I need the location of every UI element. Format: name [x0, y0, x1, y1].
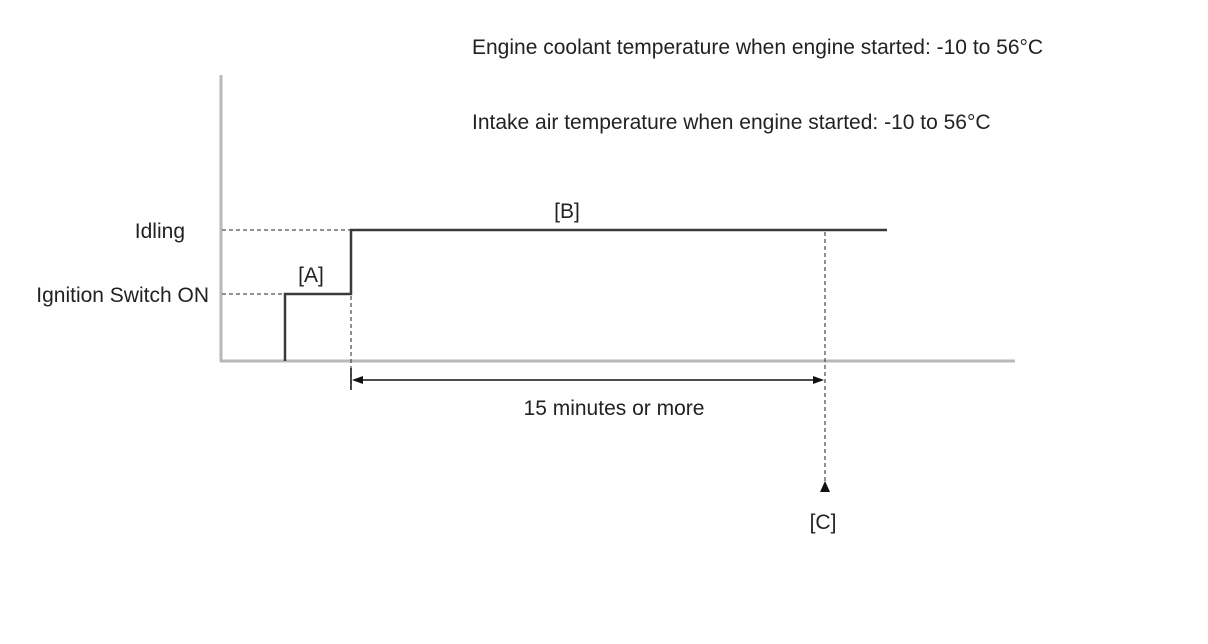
duration-left-arrowhead — [352, 376, 363, 384]
marker-c-arrowhead — [820, 481, 830, 492]
marker-b-label: [B] — [554, 200, 580, 223]
intake-air-temperature-condition: Intake air temperature when engine start… — [472, 111, 991, 134]
marker-c-label: [C] — [810, 511, 837, 534]
marker-a-label: [A] — [298, 264, 324, 287]
duration-right-arrowhead — [813, 376, 824, 384]
ignition-switch-on-level-label: Ignition Switch ON — [36, 284, 209, 307]
idling-level-label: Idling — [135, 220, 185, 243]
duration-label: 15 minutes or more — [524, 397, 705, 420]
engine-state-signal — [283, 228, 887, 361]
coolant-temperature-condition: Engine coolant temperature when engine s… — [472, 36, 1043, 59]
